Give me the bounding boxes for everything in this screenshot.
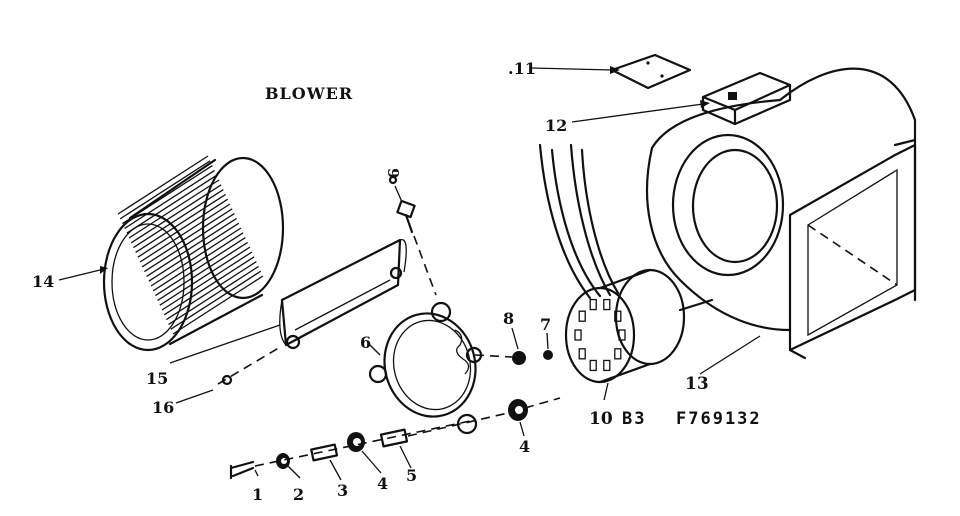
- wheel-blade: [163, 256, 255, 316]
- drawing-code: B3: [622, 409, 646, 429]
- callout-16: 16: [152, 398, 174, 417]
- nut-7: [543, 350, 553, 360]
- callout-4-right: 4: [519, 437, 530, 456]
- wheel-blade: [168, 265, 259, 325]
- cover-plate: [610, 53, 692, 90]
- wheel-blade: [137, 198, 229, 258]
- motor-vent-slot: [578, 348, 586, 360]
- wheel-blade: [133, 189, 224, 249]
- grommet-4b: [508, 399, 528, 421]
- motor-mount-bracket: [279, 238, 407, 350]
- wheel-blade: [128, 179, 220, 239]
- wheel-blade: [144, 213, 235, 273]
- callout-15: 15: [146, 369, 168, 388]
- wheel-blade: [135, 193, 226, 253]
- motor-vent-slot: [589, 298, 597, 311]
- blower-wheel: [102, 155, 285, 352]
- motor-vent-slot: [603, 298, 611, 311]
- wheel-blade: [159, 246, 251, 306]
- blower-housing: [646, 67, 917, 360]
- callout-5: 5: [406, 466, 417, 485]
- nut-8: [512, 351, 526, 365]
- wheel-blade: [152, 232, 244, 292]
- wheel-blade: [161, 251, 253, 311]
- callout-3: 3: [337, 481, 348, 500]
- wheel-blade: [124, 169, 215, 229]
- bolt-1: [229, 460, 255, 480]
- motor-mount-ring: [368, 301, 483, 435]
- sleeve-5: [379, 428, 409, 448]
- wheel-blade: [139, 203, 231, 263]
- wheel-blade: [155, 237, 246, 297]
- callout-6: 6: [360, 333, 371, 352]
- grommet-4a: [347, 432, 365, 452]
- callout-13: 13: [685, 374, 709, 394]
- motor-vent-slot: [589, 359, 597, 372]
- wheel-blade: [117, 155, 209, 215]
- wheel-blade: [157, 241, 248, 301]
- motor-vent-slot: [603, 359, 611, 372]
- motor-vent-slot: [578, 310, 586, 322]
- callout-8: 8: [503, 309, 514, 328]
- wheel-blade: [150, 227, 242, 287]
- diagram-title: BLOWER: [265, 84, 353, 103]
- callout-9: 9: [384, 168, 402, 178]
- motor-vent-slot: [618, 329, 626, 341]
- wheel-blade: [170, 270, 262, 330]
- spacer-3: [310, 443, 339, 462]
- blower-motor: [538, 143, 714, 384]
- callout-12: 12: [545, 116, 567, 135]
- wheel-blade: [166, 261, 257, 321]
- callout-2: 2: [293, 485, 304, 504]
- callout-11: .11: [508, 59, 536, 78]
- callout-4-left: 4: [377, 474, 388, 493]
- callout-7: 7: [540, 315, 551, 334]
- callout-1: 1: [252, 485, 263, 504]
- wheel-blade: [172, 275, 264, 335]
- callout-14: 14: [32, 272, 54, 291]
- wheel-blade: [122, 165, 213, 225]
- screw-9: [388, 175, 416, 234]
- wheel-blade: [130, 184, 222, 244]
- motor-vent-slot: [614, 348, 622, 360]
- wheel-blade: [148, 222, 240, 282]
- leader-lines: [58, 66, 761, 481]
- part-code: F769132: [676, 409, 762, 429]
- motor-vent-slot: [614, 310, 622, 322]
- wheel-blade: [141, 208, 233, 268]
- terminal-box: [701, 71, 792, 126]
- motor-vent-slot: [574, 329, 582, 341]
- wheel-blade: [119, 160, 211, 220]
- wheel-blade: [126, 174, 218, 234]
- wheel-blade: [146, 217, 237, 277]
- callout-10: 10: [589, 409, 613, 429]
